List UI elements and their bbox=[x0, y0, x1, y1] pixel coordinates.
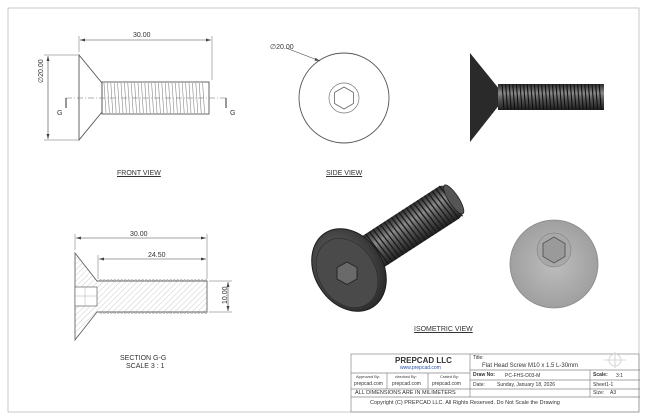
title-block-frame bbox=[350, 353, 640, 413]
crated-by-value: prepcad.com bbox=[432, 381, 461, 387]
company-logo bbox=[604, 352, 626, 368]
front-diameter-dim: ∅20.00 bbox=[38, 59, 45, 83]
side-diameter-leader bbox=[285, 47, 321, 62]
section-marker-right: G bbox=[230, 110, 236, 117]
approved-by-label: Approved By: bbox=[356, 374, 381, 379]
size-value: A3 bbox=[610, 390, 617, 396]
sheet-border bbox=[7, 7, 640, 413]
section-view bbox=[74, 234, 232, 342]
company-name: PREPCAD LLC bbox=[395, 356, 452, 365]
crated-by-label: Crated By: bbox=[440, 374, 459, 379]
section-diameter-dim: 10.00 bbox=[222, 286, 229, 304]
section-thread-dim: 24.50 bbox=[148, 252, 166, 259]
draw-no-value: PC-FHS-D03-M bbox=[505, 373, 541, 379]
date-label: Date: bbox=[473, 382, 485, 388]
section-view-label: SECTION G-G bbox=[120, 355, 167, 362]
copyright-note: Copyright (C) PREPCAD LLC. All Rights Re… bbox=[370, 400, 560, 406]
face-view-hex-socket bbox=[542, 236, 566, 264]
side-view-label: SIDE VIEW bbox=[326, 170, 363, 177]
approved-by-value: prepcad.com bbox=[354, 381, 383, 387]
side-view bbox=[285, 47, 390, 144]
side-diameter-dim: ∅20.00 bbox=[270, 44, 294, 51]
section-marker-left: G bbox=[57, 110, 63, 117]
scale-label: Scale: bbox=[593, 372, 608, 378]
front-view-head bbox=[78, 53, 103, 142]
side-view-socket-circle bbox=[328, 82, 360, 114]
company-website[interactable]: www.prepcad.com bbox=[400, 365, 441, 371]
isometric-hex-socket bbox=[336, 261, 358, 286]
front-length-dim: 30.00 bbox=[133, 32, 151, 39]
face-view bbox=[509, 219, 599, 309]
sheet-value: Sheet1-1 bbox=[593, 382, 614, 388]
isometric-view-label: ISOMETRIC VIEW bbox=[414, 326, 473, 333]
title-value: Flat Head Screw M10 x 1.5 L-30mm bbox=[482, 363, 579, 369]
section-view-body bbox=[74, 251, 208, 342]
isometric-view bbox=[311, 184, 465, 312]
section-view-socket bbox=[74, 286, 98, 307]
section-scale-label: SCALE 3 : 1 bbox=[126, 363, 165, 370]
section-length-dim: 30.00 bbox=[130, 231, 148, 238]
render-side-threads bbox=[501, 83, 602, 111]
side-view-hex-socket bbox=[334, 86, 354, 110]
render-side-head bbox=[470, 53, 500, 142]
draw-no-label: Draw No: bbox=[473, 372, 495, 378]
checked-by-value: prepcad.com bbox=[392, 381, 421, 387]
dimensions-note: ALL DIMENSIONS ARE IN MILIMETERS bbox=[355, 390, 456, 396]
render-side-screw bbox=[470, 53, 604, 142]
date-value: Sunday, January 18, 2026 bbox=[497, 382, 556, 388]
scale-value: 3:1 bbox=[616, 373, 623, 379]
size-label: Size: bbox=[593, 390, 605, 396]
front-view bbox=[44, 36, 227, 142]
checked-by-label: checked By: bbox=[395, 374, 417, 379]
side-view-head-outline bbox=[298, 52, 390, 144]
front-view-label: FRONT VIEW bbox=[117, 170, 161, 177]
title-label: Title: bbox=[473, 355, 484, 361]
